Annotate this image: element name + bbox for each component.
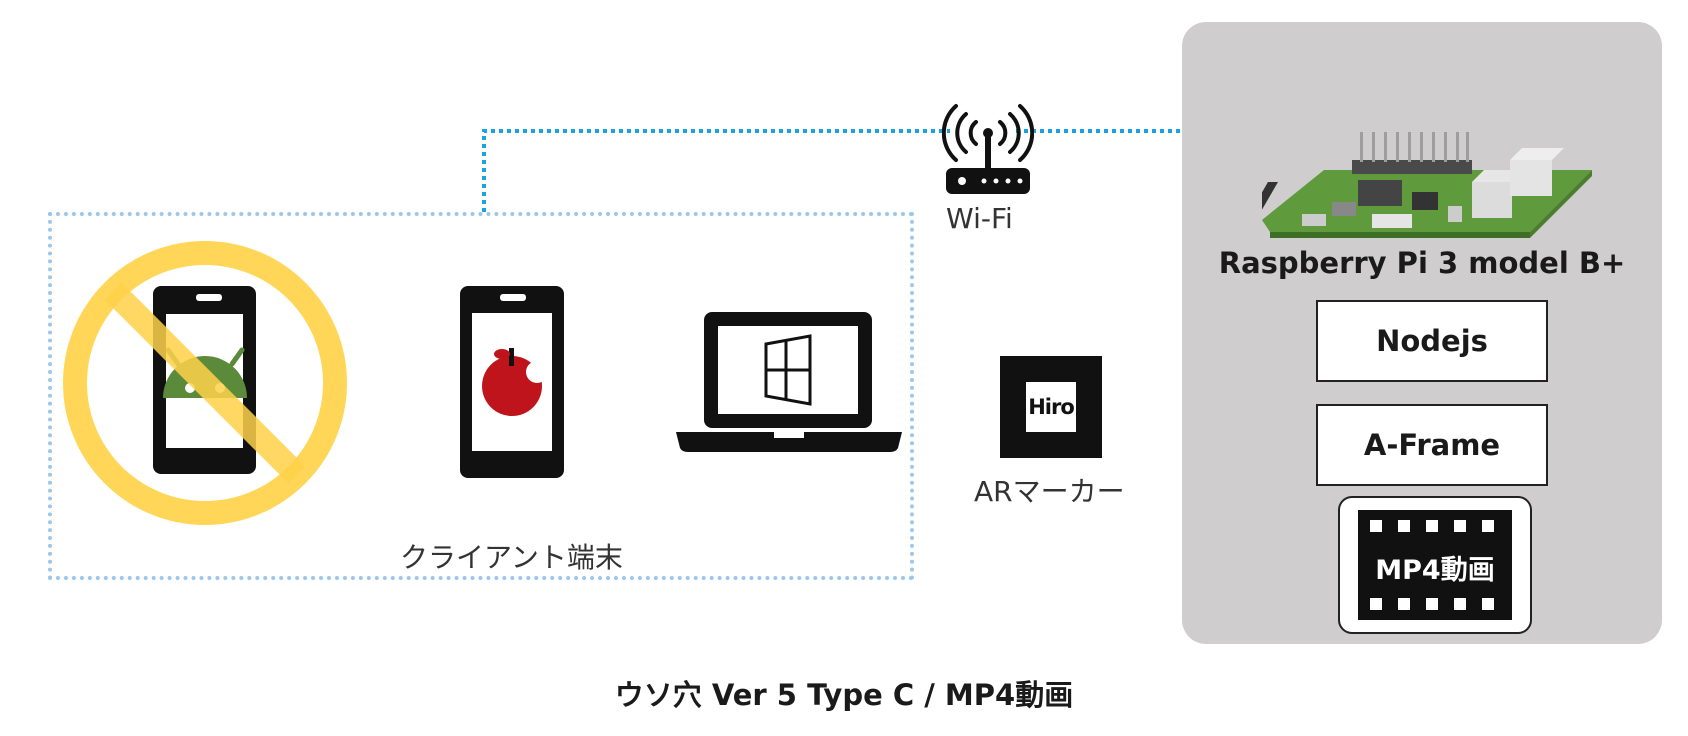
windows-laptop-icon [676, 312, 902, 452]
aframe-label: A-Frame [1363, 428, 1501, 462]
apple-phone-icon [460, 286, 564, 478]
raspberry-pi-title: Raspberry Pi 3 model B+ [1218, 246, 1626, 280]
raspberry-pi-board-icon [1262, 132, 1592, 238]
client-devices-label: クライアント端末 [400, 541, 623, 574]
client-devices-group [48, 212, 914, 580]
prohibited-icon [63, 241, 347, 525]
ar-marker-inner: Hiro [1026, 382, 1076, 432]
diagram-footer-title: ウソ穴 Ver 5 Type C / MP4動画 [614, 678, 1074, 712]
aframe-box: A-Frame [1316, 404, 1548, 486]
android-phone-prohibited [60, 238, 350, 528]
film-icon [1358, 510, 1512, 620]
ar-marker-text: Hiro [1028, 395, 1075, 419]
wifi-label: Wi-Fi [946, 202, 1013, 235]
wifi-router-icon [942, 104, 1034, 194]
ar-marker-icon: Hiro [1000, 356, 1102, 458]
nodejs-box: Nodejs [1316, 300, 1548, 382]
mp4-label: MP4動画 [1375, 555, 1495, 586]
nodejs-label: Nodejs [1376, 324, 1488, 358]
ar-marker-label: ARマーカー [974, 475, 1125, 508]
